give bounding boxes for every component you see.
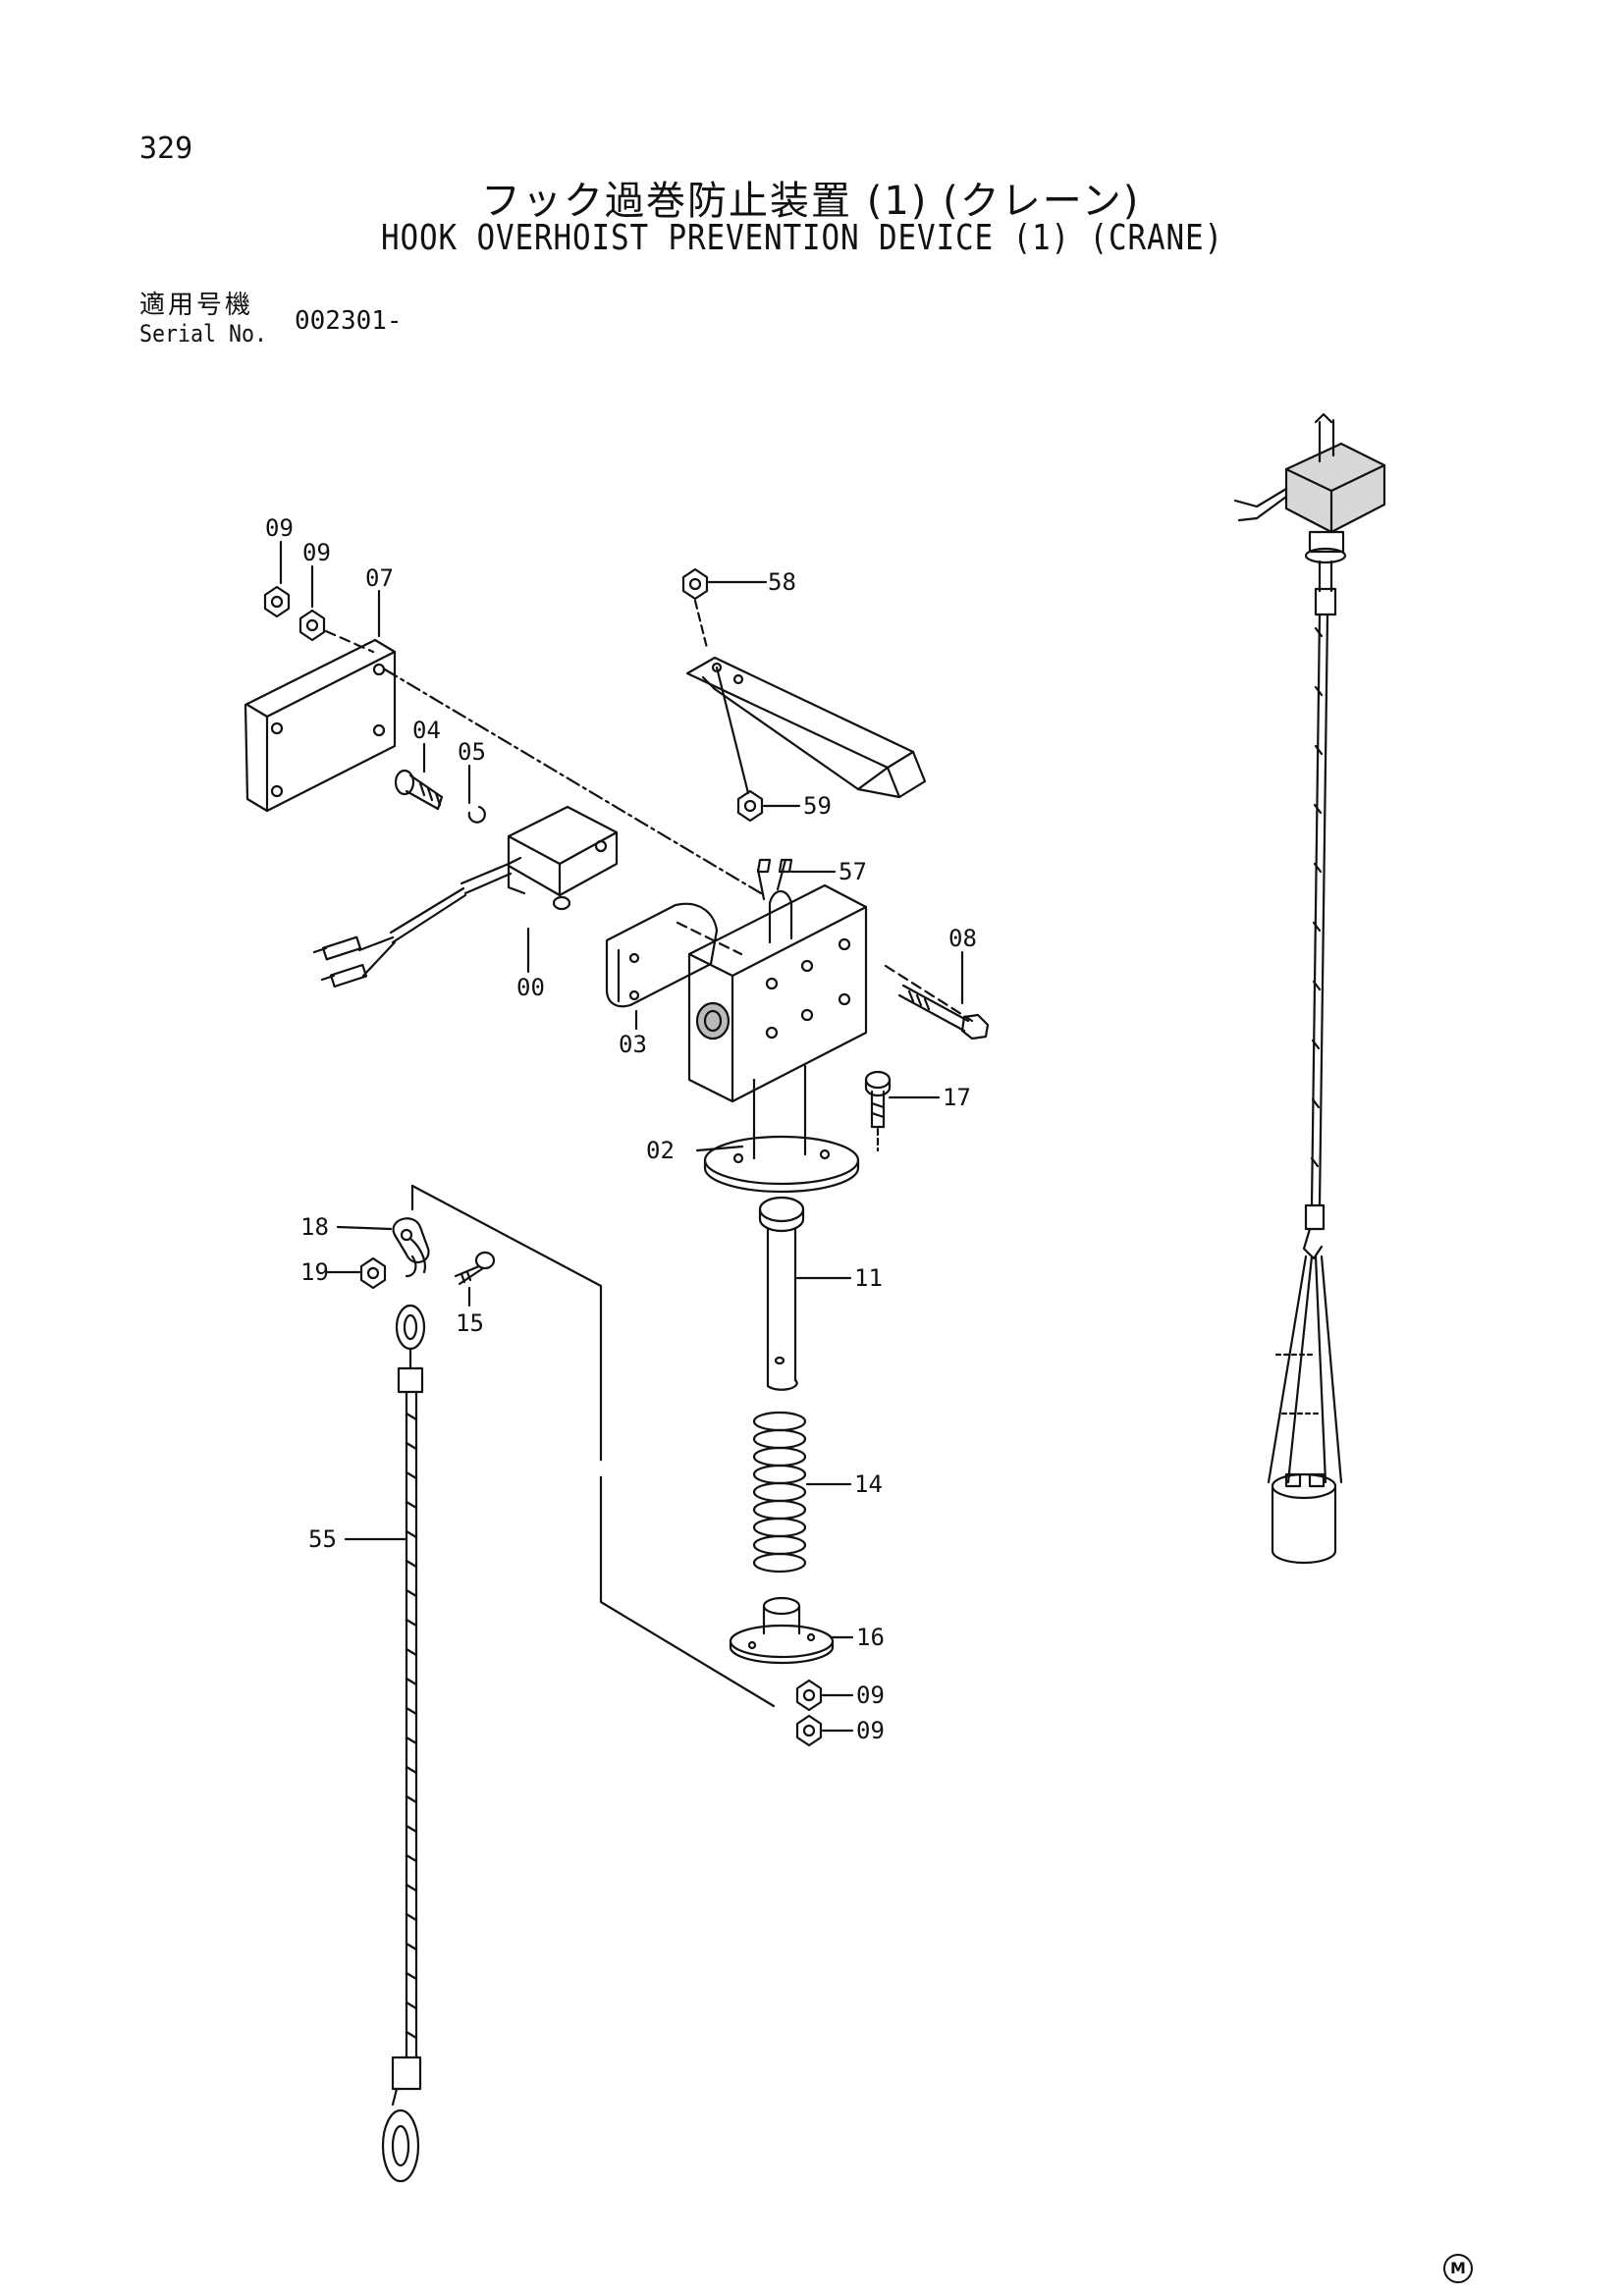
angle-bracket-drawing bbox=[685, 656, 927, 799]
bolt-17-drawing bbox=[864, 1070, 941, 1152]
nut-59-drawing bbox=[736, 789, 801, 823]
overhoist-weight-assembly-drawing bbox=[1233, 412, 1386, 1565]
part-label-57: 57 bbox=[839, 858, 867, 885]
part-label-16: 16 bbox=[856, 1624, 885, 1651]
part-label-09: 09 bbox=[265, 514, 294, 542]
switch-bracket-body-drawing bbox=[687, 883, 868, 1194]
title-japanese: フック過巻防止装置 (1) (クレーン) bbox=[481, 179, 1141, 224]
part-label-55: 55 bbox=[308, 1525, 337, 1553]
rod-11-drawing bbox=[758, 1196, 852, 1391]
part-label-58: 58 bbox=[768, 568, 796, 596]
part-label-19: 19 bbox=[300, 1258, 329, 1286]
part-label-00: 00 bbox=[516, 974, 545, 1001]
serial-label-japanese: 適用号機 bbox=[139, 291, 254, 320]
nut-09-a-drawing bbox=[263, 540, 291, 618]
part-label-08: 08 bbox=[948, 925, 977, 952]
page-number: 329 bbox=[139, 132, 193, 166]
part-label-17: 17 bbox=[943, 1084, 971, 1111]
part-label-09: 09 bbox=[302, 539, 331, 566]
part-label-59: 59 bbox=[803, 792, 832, 820]
part-label-09: 09 bbox=[856, 1717, 885, 1744]
spring-14-drawing bbox=[752, 1411, 852, 1574]
bolt-15-drawing bbox=[454, 1251, 496, 1308]
part-label-18: 18 bbox=[300, 1213, 329, 1241]
title-english: HOOK OVERHOIST PREVENTION DEVICE (1) (CR… bbox=[381, 218, 1223, 258]
shackle-18-drawing bbox=[336, 1217, 430, 1278]
spring-seat-16-drawing bbox=[729, 1596, 854, 1665]
manufacturer-mark: M bbox=[1443, 2254, 1473, 2283]
part-label-09: 09 bbox=[856, 1682, 885, 1709]
part-label-11: 11 bbox=[854, 1264, 883, 1292]
washer-05-drawing bbox=[467, 764, 486, 824]
serial-label-english: Serial No. bbox=[139, 320, 268, 347]
part-label-07: 07 bbox=[365, 564, 394, 592]
nut-09-b-drawing bbox=[298, 564, 326, 642]
part-label-15: 15 bbox=[456, 1309, 484, 1337]
plate-07-drawing bbox=[244, 589, 397, 813]
bolt-08-drawing bbox=[884, 950, 990, 1041]
part-label-03: 03 bbox=[619, 1031, 647, 1058]
limit-switch-00-drawing bbox=[312, 805, 619, 988]
nut-19-drawing bbox=[326, 1256, 387, 1290]
serial-number-value: 002301- bbox=[295, 306, 403, 336]
part-label-14: 14 bbox=[854, 1470, 883, 1498]
nut-09-c-drawing bbox=[795, 1679, 854, 1712]
nut-09-d-drawing bbox=[795, 1714, 854, 1747]
part-label-05: 05 bbox=[458, 738, 486, 766]
eye-bolt-57-drawing bbox=[756, 858, 837, 944]
nut-58-drawing bbox=[681, 567, 768, 650]
part-label-02: 02 bbox=[646, 1137, 675, 1164]
part-label-04: 04 bbox=[412, 717, 441, 744]
wire-rope-55-drawing bbox=[344, 1304, 426, 2183]
cover-03-drawing bbox=[605, 902, 719, 1031]
bolt-04-drawing bbox=[394, 742, 444, 811]
